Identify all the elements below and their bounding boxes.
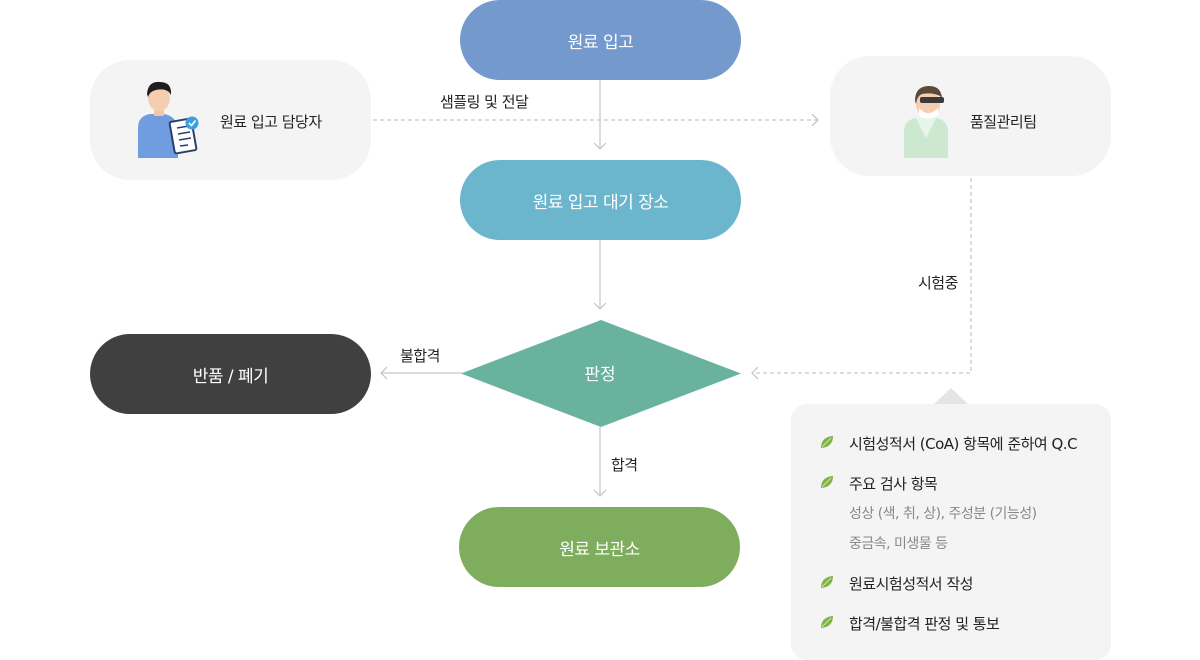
qc-team-label: 품질관리팀 [970,113,1037,131]
node-storage: 원료 보관소 [459,507,740,587]
manager-icon [138,81,199,158]
leaf-bullet-icon [821,476,833,488]
infobox-pointer [934,388,968,404]
arrowhead-sampling [811,113,819,127]
arrowhead-testing [751,366,759,380]
node-intake: 원료 입고 [460,0,741,80]
node-judgment-diamond [461,320,741,427]
info-item-coa: 시험성적서 (CoA) 항목에 준하여 Q.C [849,435,1078,453]
arrowhead-judgment-to-storage [593,489,607,497]
info-item-notify: 합격/불합격 판정 및 통보 [849,615,1000,633]
qc-info-box: 시험성적서 (CoA) 항목에 준하여 Q.C 주요 검사 항목 성상 (색, … [791,404,1111,660]
node-intake-label: 원료 입고 [567,32,634,53]
leaf-bullet-icon [821,436,833,448]
info-item-report: 원료시험성적서 작성 [849,575,973,593]
node-return-label: 반품 / 폐기 [192,366,269,387]
manager-card [90,60,371,180]
node-judgment-label: 판정 [584,365,616,385]
arrowhead-intake-to-waiting [593,142,607,150]
qc-staff-icon [904,86,948,158]
leaf-bullet-icon [821,616,833,628]
arrow-testing [752,178,972,374]
arrowhead-waiting-to-judgment [593,302,607,310]
node-waiting-label: 원료 입고 대기 장소 [532,192,669,213]
edge-label-fail: 불합격 [400,347,440,365]
edge-label-pass: 합격 [611,456,638,474]
leaf-bullet-icon [821,576,833,588]
edge-label-sampling: 샘플링 및 전달 [440,93,529,111]
info-subitem-heavy-metals: 중금속, 미생물 등 [849,536,948,552]
node-storage-label: 원료 보관소 [559,539,640,560]
manager-label: 원료 입고 담당자 [220,113,322,131]
arrowhead-judgment-to-return [380,366,388,380]
edge-label-testing: 시험중 [918,274,958,292]
qc-team-card [830,56,1111,176]
node-waiting: 원료 입고 대기 장소 [460,160,741,240]
node-return: 반품 / 폐기 [90,334,371,414]
info-subitem-properties: 성상 (색, 취, 상), 주성분 (기능성) [849,506,1037,522]
info-item-main-tests: 주요 검사 항목 [849,475,938,493]
